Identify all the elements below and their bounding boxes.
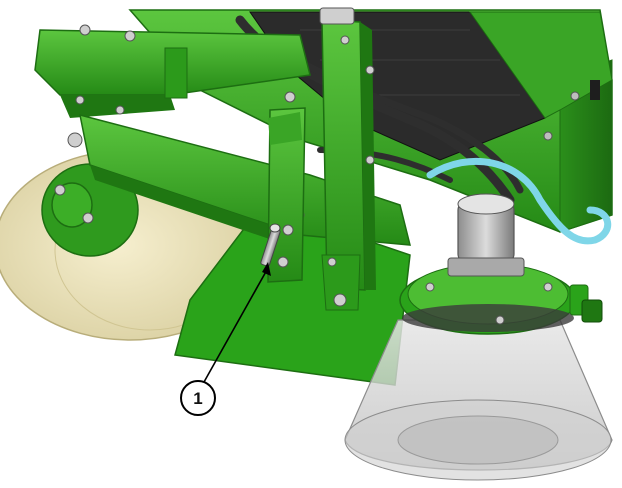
callout-1: 1 [180, 262, 271, 416]
grease-fitting-icon [260, 223, 281, 267]
callout-label: 1 [193, 389, 202, 408]
water-line [426, 157, 612, 245]
upper-frame [34, 24, 311, 118]
vertical-post [319, 7, 376, 311]
sprinkler-nozzle-icon [344, 193, 613, 481]
callout-leader-line [203, 267, 269, 383]
callout-bubble [180, 380, 216, 416]
pivot-bracket [267, 107, 306, 283]
